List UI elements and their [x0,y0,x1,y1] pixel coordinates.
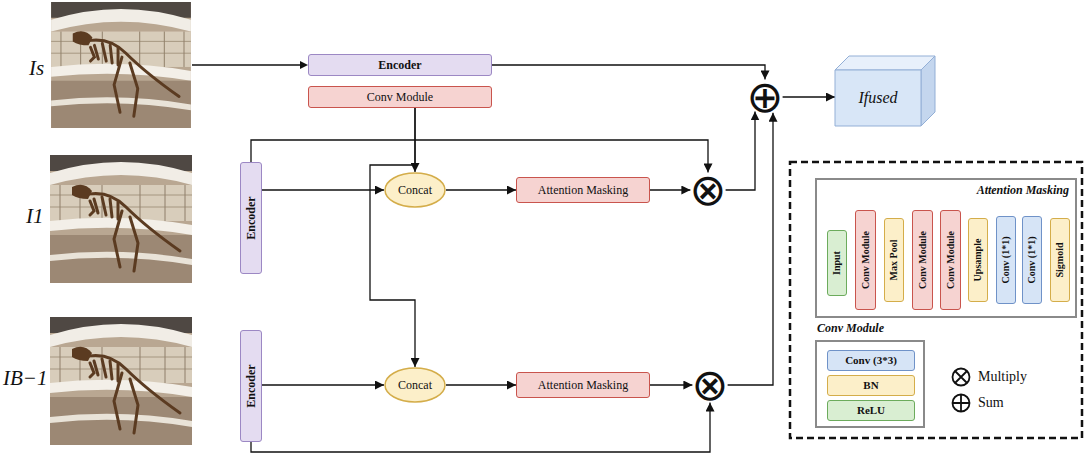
ellipse-shape [385,173,445,207]
ellipse-shape [385,368,445,402]
encoder-block: Conv (1*1) [1022,216,1042,304]
encoder-block: Conv Module [855,210,876,310]
cube-face [835,56,935,70]
process-box: Encoder [308,54,492,76]
input-photo [51,2,191,128]
sum-symbol [950,392,972,414]
node-label: Conv (3*3) [845,354,897,367]
node-label: ⊕ [747,75,784,119]
panel-heading: Attention Masking [977,183,1069,197]
cube-face [835,70,921,126]
node-label: Conv Module [860,231,872,289]
encoder-block: Conv (1*1) [996,216,1016,304]
connector [262,189,384,190]
input-label: I1 [26,204,44,229]
legend-frame [790,162,1082,438]
node-label: Concat [398,378,432,392]
process-box: Conv (3*3) [827,350,915,371]
node-label: Max Pool [888,240,900,281]
legend-item: Sum [950,392,1004,414]
connector [728,113,773,385]
node-label: Conv Module [945,231,957,289]
node-label: Sigmoid [1054,242,1066,277]
node-label: Input [831,251,843,275]
connector [370,108,415,367]
connector [783,96,835,97]
concat-ellipse: Concat [384,367,446,403]
connector [262,384,384,385]
group-panel: Conv ModuleConv (3*3)BNReLU [815,340,925,428]
encoder-block: Encoder [240,330,262,442]
operator-symbol: ⊕ [743,75,787,119]
node-label: Attention Masking [538,183,628,197]
node-label: Attention Masking [538,378,628,392]
panel-heading: Conv Module [817,321,884,335]
node-label: Concat [398,183,432,197]
connector [251,403,710,452]
encoder-block: Max Pool [884,218,904,302]
legend-label: Multiply [978,369,1027,386]
arrow-head [300,61,308,69]
node-label: Conv (1*1) [1026,237,1038,284]
input-label: Is [29,56,44,81]
connector [650,189,690,190]
process-box: Conv Module [308,86,492,108]
node-label: ⊗ [692,363,729,407]
encoder-block: Input [827,230,847,296]
node-label: Conv (1*1) [1000,237,1012,284]
legend-item: Multiply [950,366,1027,388]
encoder-block: Encoder [240,162,262,274]
cube-face [921,56,935,126]
node-label: Conv Module [367,90,433,104]
node-label: Encoder [244,364,258,407]
process-box: ReLU [827,400,915,421]
node-label: BN [863,379,878,392]
process-box: Attention Masking [516,177,650,203]
node-label: Encoder [244,196,258,239]
legend-label: Sum [978,395,1004,412]
node-label: Upsample [972,239,984,282]
input-photo [50,155,192,283]
encoder-block: Conv Module [940,210,961,310]
multiply-symbol [950,366,972,388]
encoder-block: Upsample [968,218,988,302]
connector [446,189,516,190]
node-label: ReLU [857,404,885,417]
node-label: Conv Module [917,231,929,289]
connector [251,140,708,172]
process-box: Attention Masking [516,372,650,398]
concat-ellipse: Concat [384,172,446,208]
encoder-block: Sigmoid [1050,218,1070,302]
input-photo [50,317,192,445]
node-label: Encoder [378,58,421,72]
connector [492,65,765,79]
operator-symbol: ⊗ [686,168,730,212]
process-box: BN [827,375,915,396]
connector [650,384,692,385]
encoder-block: Conv Module [912,210,933,310]
feature-cube: Ifused [835,56,935,126]
connector [446,384,516,385]
input-label: IB−1 [3,366,48,391]
group-panel: Attention MaskingInput Conv Module Max Poo… [815,178,1077,318]
node-label: Ifused [858,88,897,107]
node-label: ⊗ [690,168,727,212]
operator-symbol: ⊗ [688,363,732,407]
input-arrow [192,64,300,65]
connector [726,111,755,190]
